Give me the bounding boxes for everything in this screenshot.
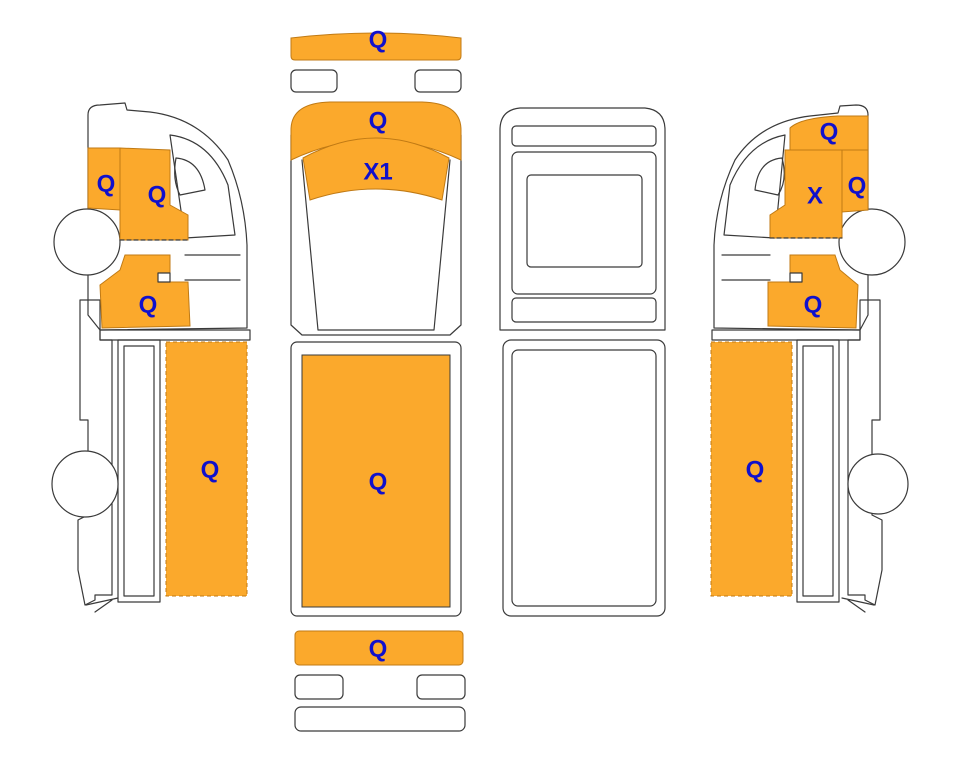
- right-hood-top-label: Q: [820, 119, 839, 146]
- right-fuel-cap: [789, 272, 803, 283]
- underside-mid-bar: [511, 297, 657, 323]
- right-door-edge-label: Q: [848, 173, 867, 200]
- top-left-taillight: [294, 674, 344, 700]
- left-front-wheel: [53, 208, 121, 276]
- right-chassis: [847, 299, 883, 606]
- left-cargo-frame-inner: [123, 345, 155, 597]
- right-cab-base: [711, 329, 861, 341]
- right-cargo-frame-outer: [796, 339, 840, 603]
- right-fender-label: Q: [804, 292, 823, 319]
- right-cargo-frame-inner: [802, 345, 834, 597]
- left-door-rear-label: Q: [148, 182, 167, 209]
- left-cab-outline: [87, 102, 248, 331]
- underside-front-bar: [511, 125, 657, 147]
- top-cab-inner: [301, 159, 451, 331]
- top-cargo-outer: [290, 341, 462, 617]
- left-fender-label: Q: [139, 292, 158, 319]
- top-hood-label: Q: [369, 108, 388, 135]
- left-cargo-side-area: [165, 341, 248, 597]
- right-door-front-label: X: [807, 183, 823, 210]
- top-rear-bumper-area: [294, 630, 464, 666]
- top-rear-step: [294, 706, 466, 732]
- right-cargo-side-area: [710, 341, 793, 597]
- right-rear-step: [841, 597, 875, 613]
- left-mirror: [174, 157, 206, 196]
- right-front-wheel: [838, 208, 906, 276]
- underside-cargo-inner: [511, 349, 657, 607]
- left-side-view: Q Q Q Q: [51, 102, 251, 613]
- top-windshield-area: [302, 137, 450, 201]
- left-cab-base: [99, 329, 251, 341]
- top-right-taillight: [416, 674, 466, 700]
- left-door-front-label: Q: [97, 171, 116, 198]
- top-roof-label: Q: [369, 469, 388, 496]
- right-mirror: [754, 157, 785, 196]
- left-window-frame: [169, 134, 236, 239]
- left-cargo-side-label: Q: [201, 457, 220, 484]
- right-cab-outline: [713, 104, 869, 331]
- top-front-bumper-label: Q: [369, 27, 388, 54]
- left-cargo-frame-outer: [117, 339, 161, 603]
- top-left-headlight: [290, 69, 338, 93]
- underside-cab-inner: [526, 174, 643, 268]
- left-rear-wheel: [51, 450, 119, 518]
- top-roof-area: [301, 354, 451, 608]
- underside-cab-outline: [499, 107, 666, 331]
- top-right-headlight: [414, 69, 462, 93]
- right-hood-top-area: [789, 115, 869, 151]
- top-front-bumper-area: [290, 32, 462, 61]
- top-view: Q Q X1 Q Q: [290, 27, 466, 732]
- underside-cargo-outer: [502, 339, 666, 617]
- left-rear-step: [85, 597, 119, 613]
- right-door-edge-area: [841, 149, 869, 213]
- right-cargo-side-label: Q: [746, 457, 765, 484]
- top-windshield-label: X1: [363, 159, 392, 186]
- left-fuel-cap: [157, 272, 171, 283]
- underside-cab-frame: [511, 151, 657, 295]
- underside-view: [499, 107, 666, 617]
- top-rear-bumper-label: Q: [369, 636, 388, 663]
- right-rear-wheel: [847, 453, 909, 515]
- right-side-view: Q X Q Q Q: [710, 104, 909, 613]
- right-window-frame: [723, 134, 786, 239]
